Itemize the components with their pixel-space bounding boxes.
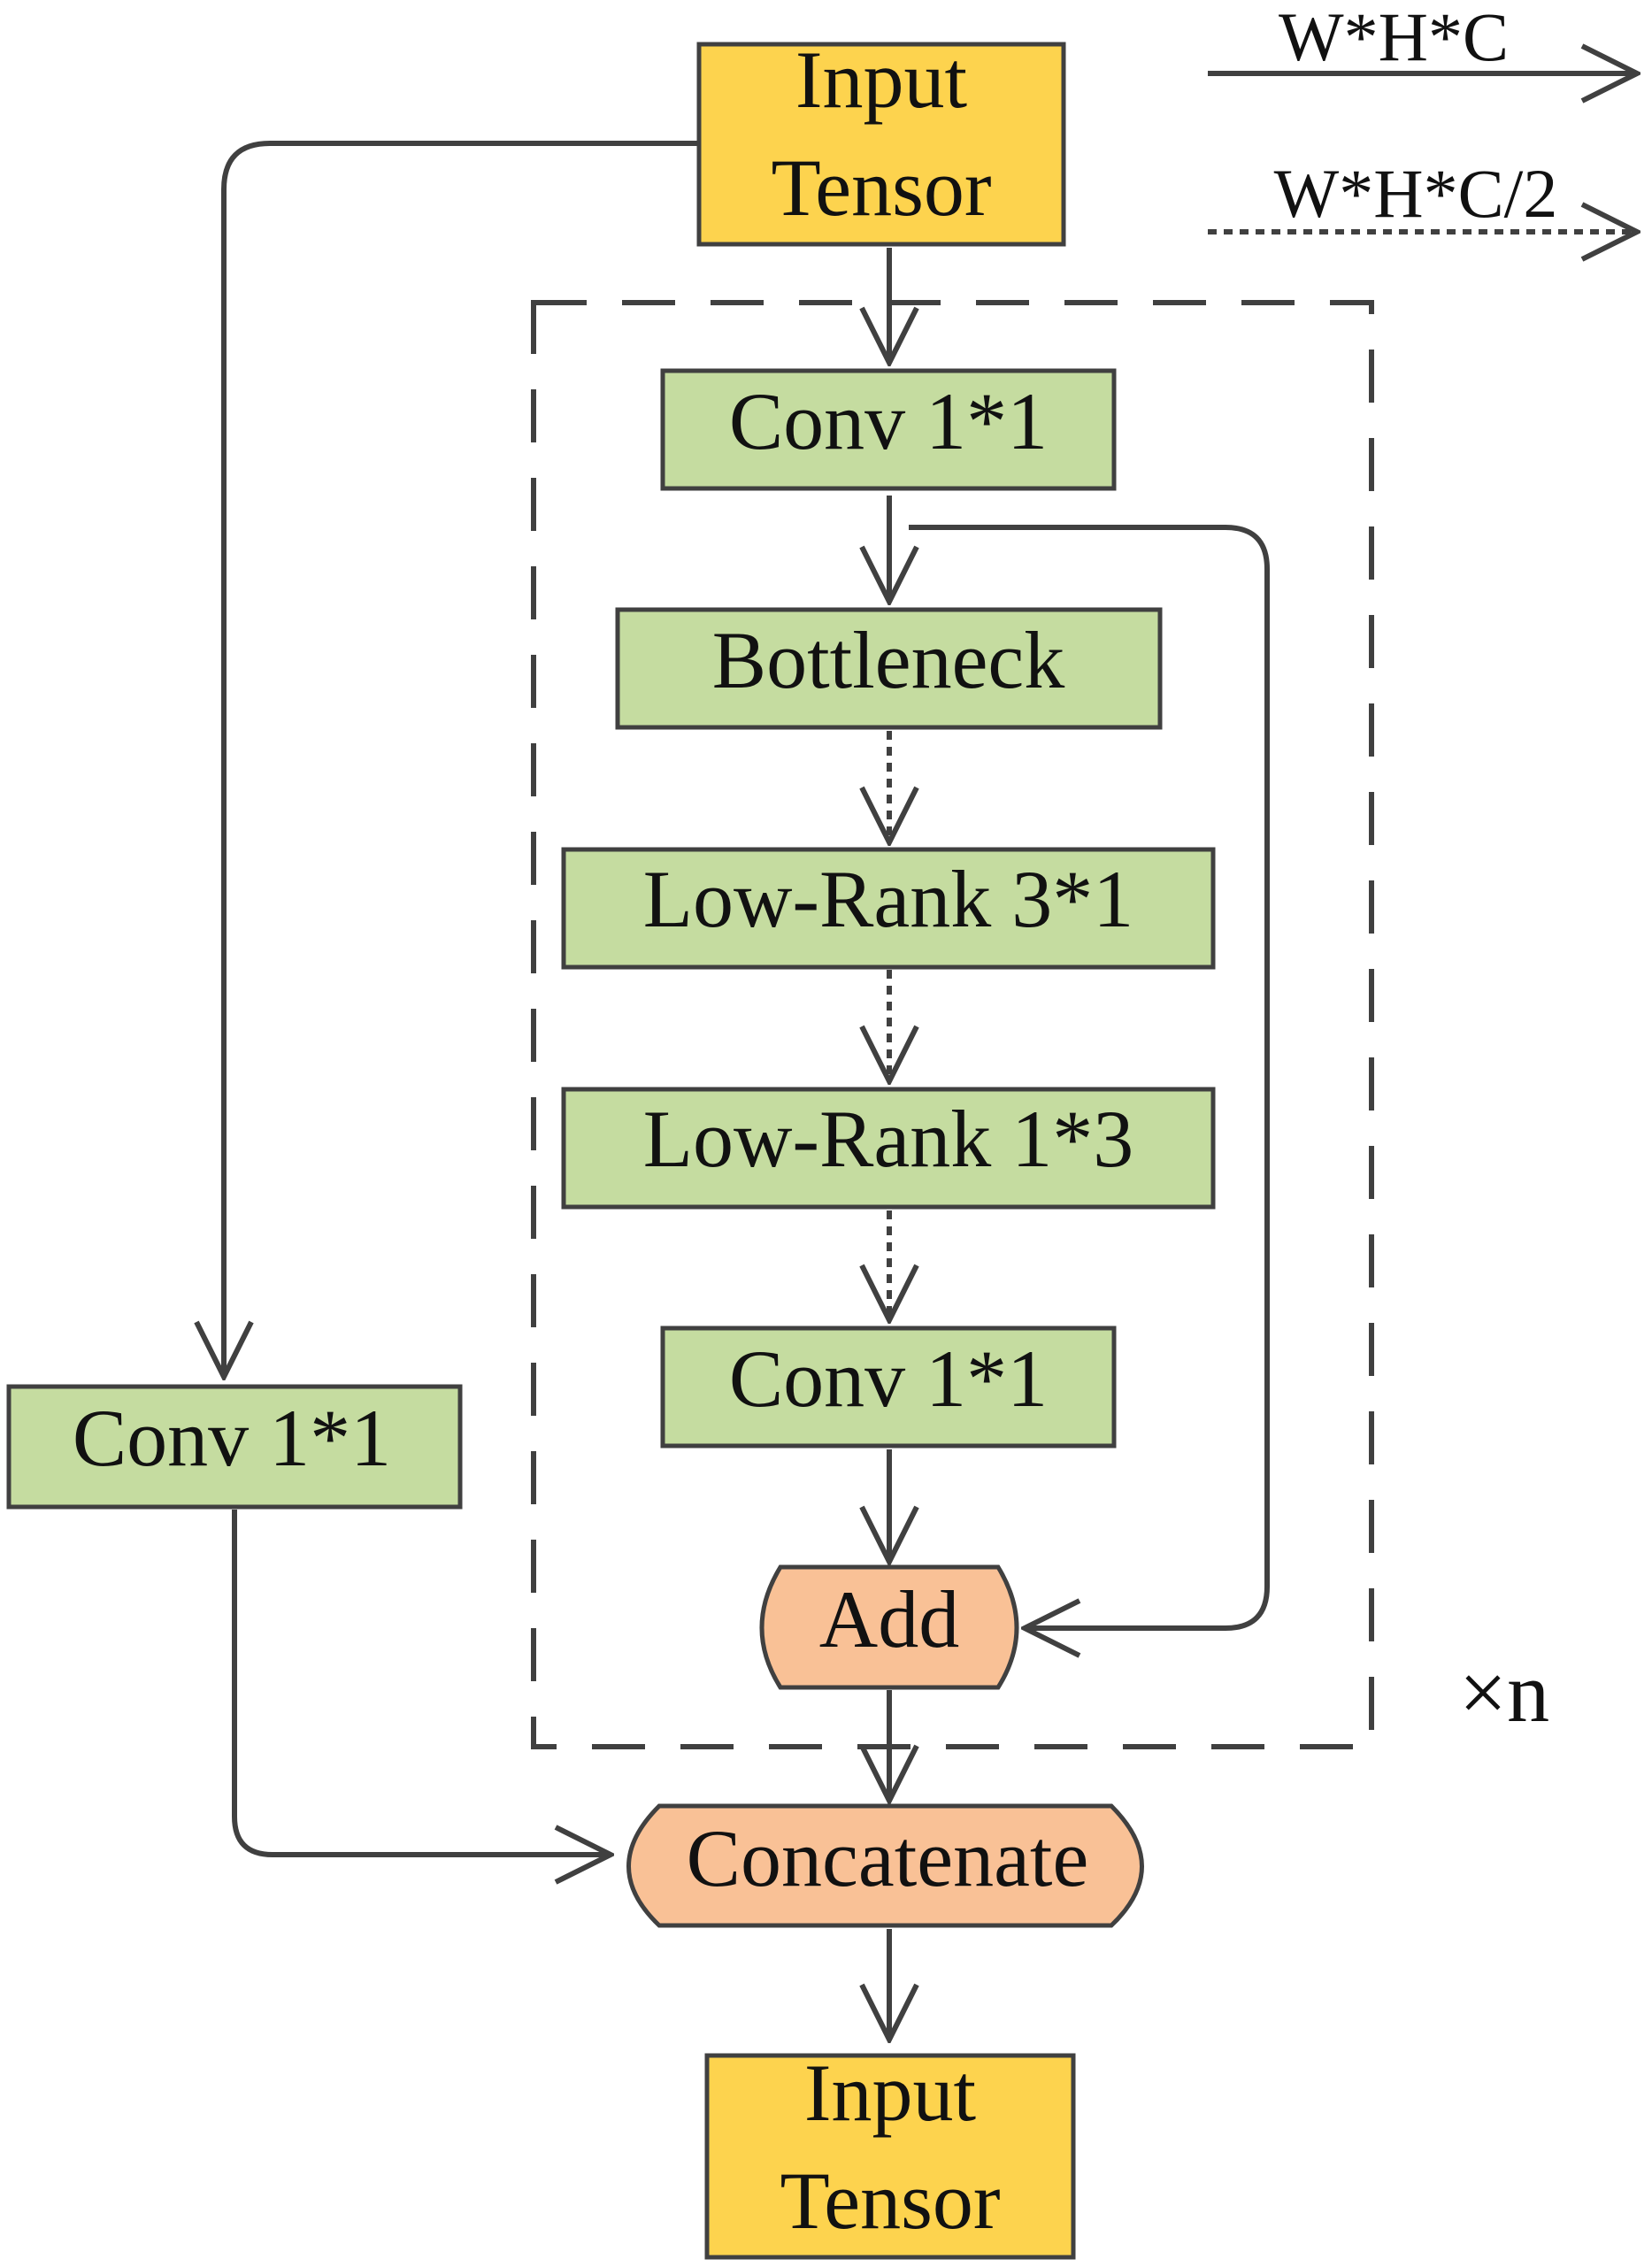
node-lowrank-3x1: Low-Rank 3*1 bbox=[561, 847, 1216, 970]
concatenate-label: Concatenate bbox=[687, 1813, 1089, 1903]
legend-dashed-label: W*H*C/2 bbox=[1274, 155, 1558, 232]
node-lowrank-1x3: Low-Rank 1*3 bbox=[561, 1087, 1216, 1210]
bottleneck-label: Bottleneck bbox=[712, 615, 1065, 705]
edge-conv-left-concatenate bbox=[232, 1510, 611, 1855]
node-output: Input Tensor bbox=[704, 2048, 1076, 2260]
node-bottleneck: Bottleneck bbox=[615, 607, 1163, 730]
input-top-line2: Tensor bbox=[771, 142, 991, 233]
legend-solid-label: W*H*C bbox=[1279, 0, 1509, 75]
node-conv-bottom: Conv 1*1 bbox=[660, 1326, 1117, 1449]
repeat-block-frame bbox=[531, 300, 1374, 1749]
connections bbox=[224, 141, 1270, 2040]
node-input-top: Input Tensor bbox=[696, 35, 1066, 247]
node-add: Add bbox=[759, 1564, 1019, 1690]
lowrank-3x1-label: Low-Rank 3*1 bbox=[643, 854, 1133, 944]
edge-residual-skip bbox=[909, 525, 1270, 1628]
conv-bottom-label: Conv 1*1 bbox=[729, 1333, 1048, 1424]
input-top-line1: Input bbox=[795, 35, 968, 125]
conv-left-label: Conv 1*1 bbox=[73, 1393, 391, 1483]
node-concatenate: Concatenate bbox=[626, 1803, 1144, 1928]
output-line2: Tensor bbox=[780, 2156, 1000, 2246]
node-conv-left: Conv 1*1 bbox=[6, 1384, 463, 1510]
edge-input-conv-left bbox=[224, 141, 699, 1377]
legend: W*H*C W*H*C/2 bbox=[1208, 0, 1637, 232]
repeat-count-label: ×n bbox=[1459, 1645, 1549, 1740]
output-line1: Input bbox=[804, 2048, 977, 2138]
node-conv-top: Conv 1*1 bbox=[660, 368, 1117, 491]
lowrank-1x3-label: Low-Rank 1*3 bbox=[643, 1094, 1133, 1184]
add-label: Add bbox=[819, 1574, 959, 1664]
conv-top-label: Conv 1*1 bbox=[729, 376, 1048, 466]
